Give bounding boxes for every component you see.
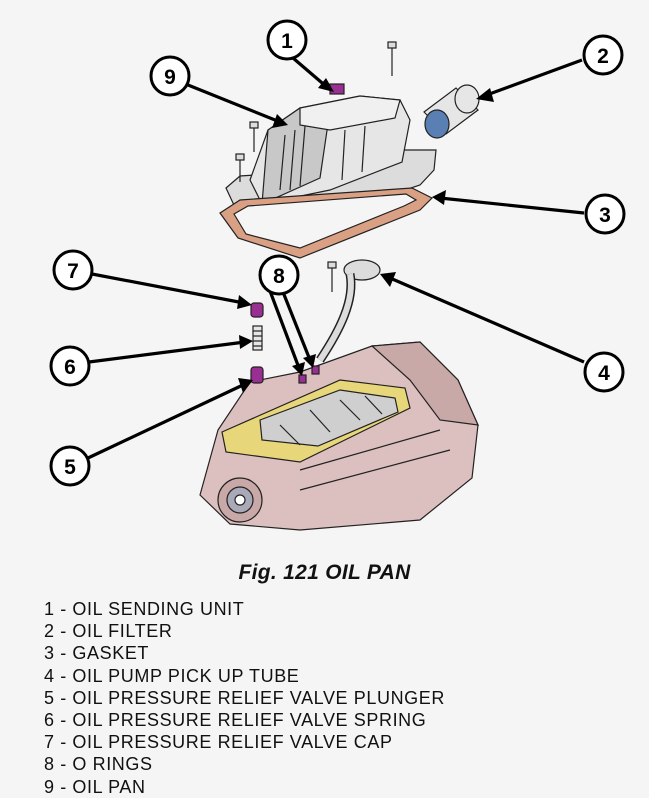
callout-3: 3 — [432, 190, 626, 235]
bolts — [235, 41, 397, 292]
oil-filter — [423, 84, 480, 139]
callout-4: 4 — [380, 272, 625, 393]
callout-5: 5 — [49, 378, 253, 487]
relief-valve-parts — [250, 302, 320, 384]
svg-text:3: 3 — [599, 204, 611, 227]
legend-item: 9 - OIL PAN — [44, 776, 146, 797]
legend-item: 2 - OIL FILTER — [44, 621, 173, 642]
callout-1: 1 — [266, 19, 334, 92]
svg-text:1: 1 — [281, 30, 293, 53]
callout-9: 9 — [149, 55, 288, 128]
parts-legend: 1 - OIL SENDING UNIT 2 - OIL FILTER 3 - … — [44, 598, 445, 798]
callout-8: 8 — [258, 254, 316, 376]
callout-7: 7 — [52, 249, 252, 309]
svg-text:2: 2 — [597, 45, 609, 68]
figure-caption: Fig. 121 OIL PAN — [238, 561, 411, 584]
callout-6: 6 — [49, 335, 253, 387]
svg-text:4: 4 — [598, 362, 610, 385]
svg-text:8: 8 — [273, 265, 285, 288]
legend-item: 6 - OIL PRESSURE RELIEF VALVE SPRING — [44, 709, 427, 730]
legend-item: 7 - OIL PRESSURE RELIEF VALVE CAP — [44, 732, 393, 753]
svg-text:9: 9 — [164, 66, 176, 89]
legend-item: 8 - O RINGS — [44, 754, 153, 775]
oil-pump-pickup-tube — [316, 259, 381, 363]
gasket — [219, 187, 434, 259]
svg-text:7: 7 — [67, 260, 79, 283]
legend-item: 3 - GASKET — [44, 643, 150, 664]
svg-text:5: 5 — [64, 456, 76, 479]
oil-pan-exploded-diagram: 1 2 3 4 5 6 7 8 — [49, 19, 626, 531]
svg-text:6: 6 — [64, 356, 76, 379]
engine-block — [199, 341, 479, 531]
legend-item: 1 - OIL SENDING UNIT — [44, 599, 245, 619]
legend-item: 4 - OIL PUMP PICK UP TUBE — [44, 665, 300, 686]
callout-2: 2 — [476, 34, 624, 102]
legend-item: 5 - OIL PRESSURE RELIEF VALVE PLUNGER — [44, 687, 445, 708]
